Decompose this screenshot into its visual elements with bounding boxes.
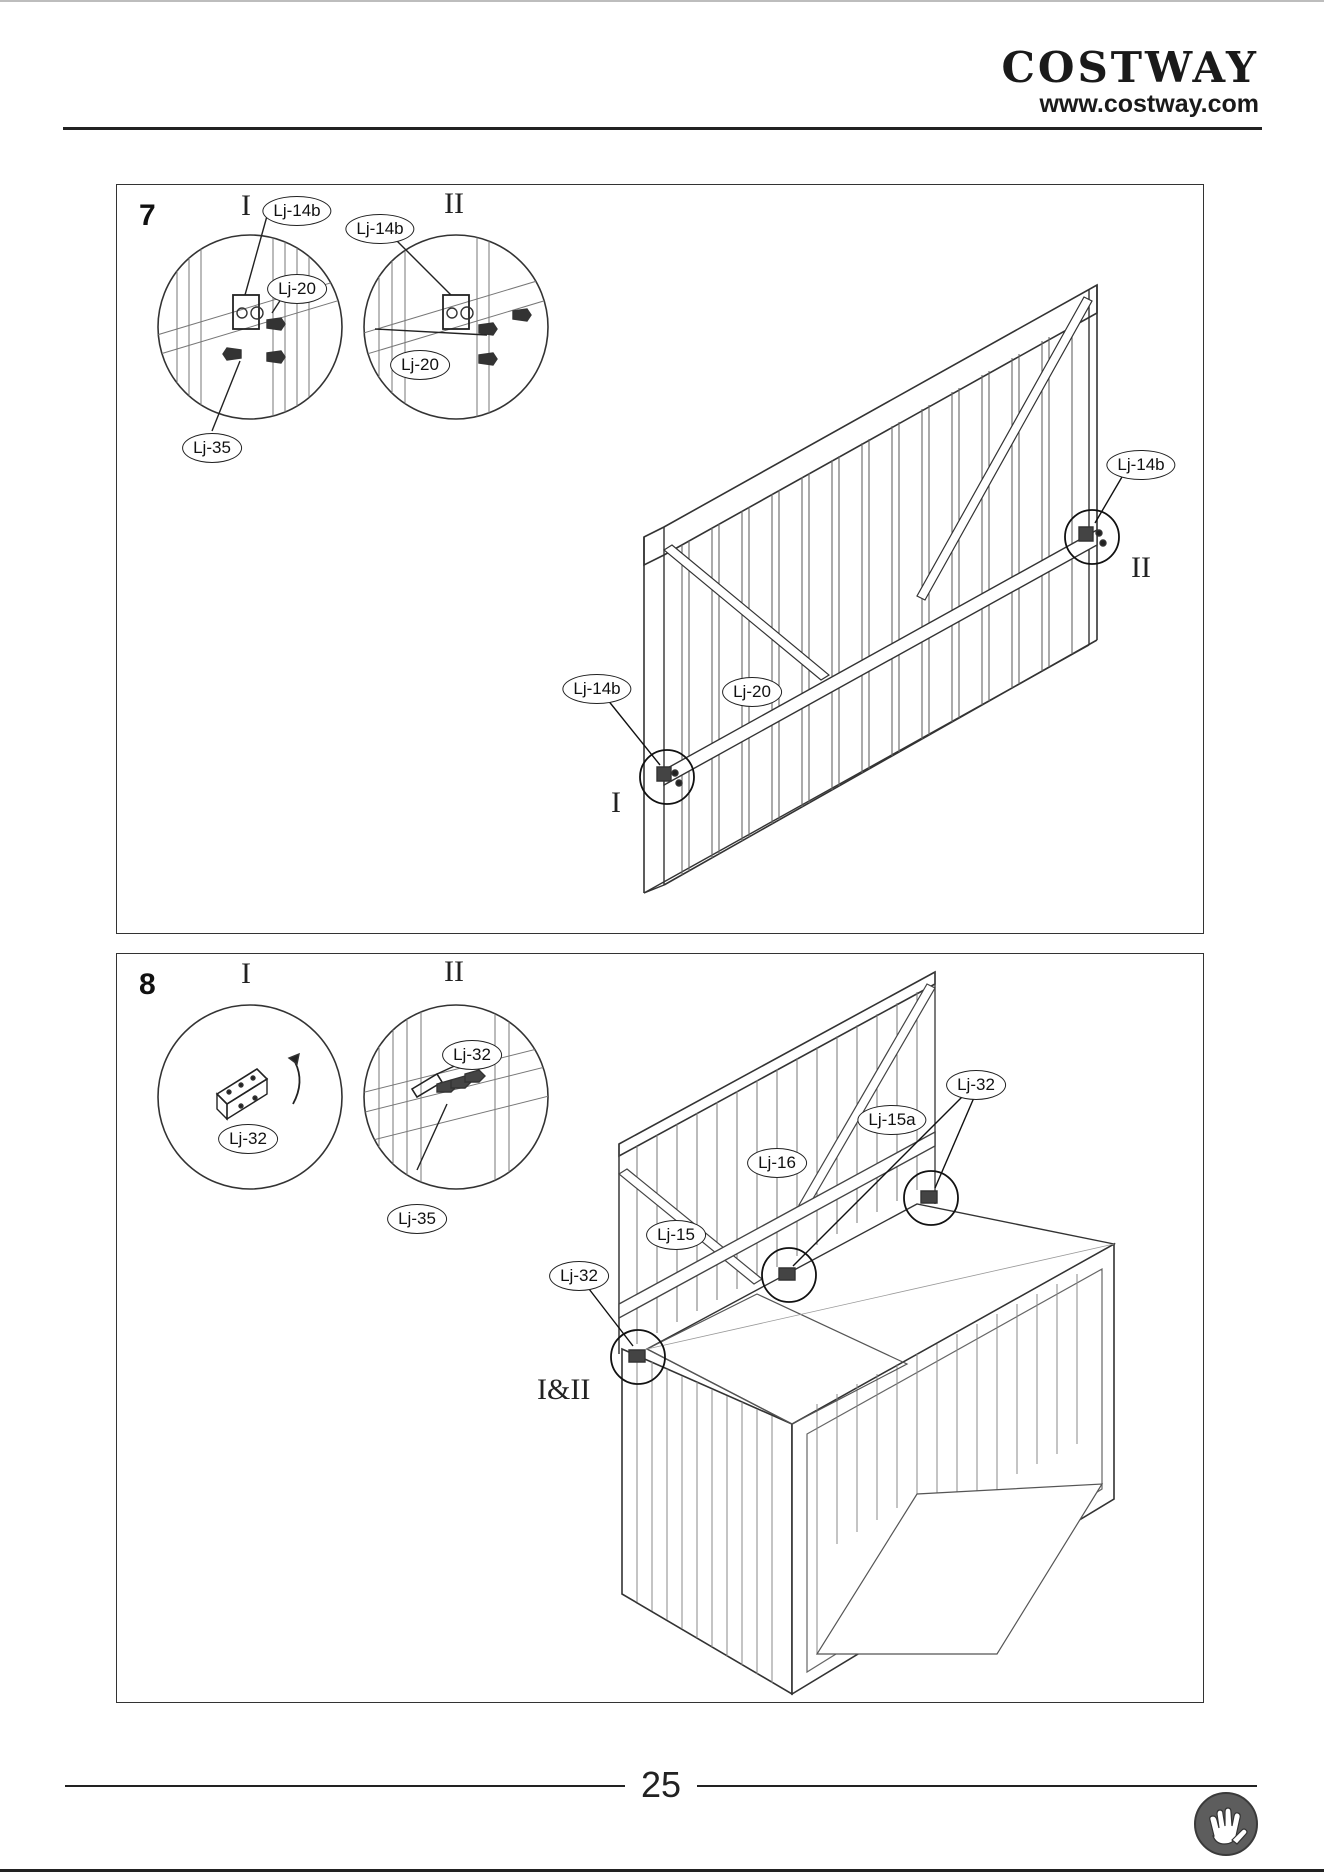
part-label: Lj-35 bbox=[182, 433, 242, 463]
glove-icon bbox=[1194, 1792, 1258, 1856]
part-label: Lj-20 bbox=[390, 350, 450, 380]
diagram-label: I bbox=[611, 786, 621, 820]
part-label: Lj-32 bbox=[218, 1124, 278, 1154]
part-label: Lj-32 bbox=[549, 1261, 609, 1291]
footer-rule-right bbox=[697, 1785, 1257, 1787]
step-number: 7 bbox=[139, 199, 156, 233]
diagram-label: I&II bbox=[537, 1373, 590, 1407]
detail-label: II bbox=[444, 187, 464, 221]
detail-label: I bbox=[241, 957, 251, 991]
top-border bbox=[0, 0, 1324, 2]
step-number: 8 bbox=[139, 968, 156, 1002]
part-label: Lj-14b bbox=[1106, 450, 1175, 480]
part-label: Lj-14b bbox=[345, 214, 414, 244]
step-8-panel: 8 I II I&II Lj-32 Lj-32 Lj-35 Lj-32 Lj-1… bbox=[116, 953, 1204, 1703]
part-label: Lj-15a bbox=[857, 1105, 926, 1135]
page-number: 25 bbox=[626, 1764, 696, 1806]
part-label: Lj-14b bbox=[262, 196, 331, 226]
step-7-panel: 7 I II II I Lj-14b Lj-20 Lj-35 Lj-14b Lj… bbox=[116, 184, 1204, 934]
brand-block: COSTWAY www.costway.com bbox=[1001, 46, 1259, 118]
part-label: Lj-32 bbox=[946, 1070, 1006, 1100]
brand-url: www.costway.com bbox=[1001, 90, 1259, 118]
footer-rule-left bbox=[65, 1785, 625, 1787]
part-label: Lj-14b bbox=[562, 674, 631, 704]
part-label: Lj-32 bbox=[442, 1040, 502, 1070]
detail-label: I bbox=[241, 189, 251, 223]
brand-logo: COSTWAY bbox=[1001, 46, 1259, 90]
detail-label: II bbox=[444, 955, 464, 989]
step-8-illustration bbox=[117, 954, 1205, 1704]
diagram-label: II bbox=[1131, 551, 1151, 585]
part-label: Lj-20 bbox=[267, 274, 327, 304]
part-label: Lj-20 bbox=[722, 677, 782, 707]
part-label: Lj-35 bbox=[387, 1204, 447, 1234]
header-rule bbox=[63, 127, 1262, 130]
part-label: Lj-16 bbox=[747, 1148, 807, 1178]
part-label: Lj-15 bbox=[646, 1220, 706, 1250]
